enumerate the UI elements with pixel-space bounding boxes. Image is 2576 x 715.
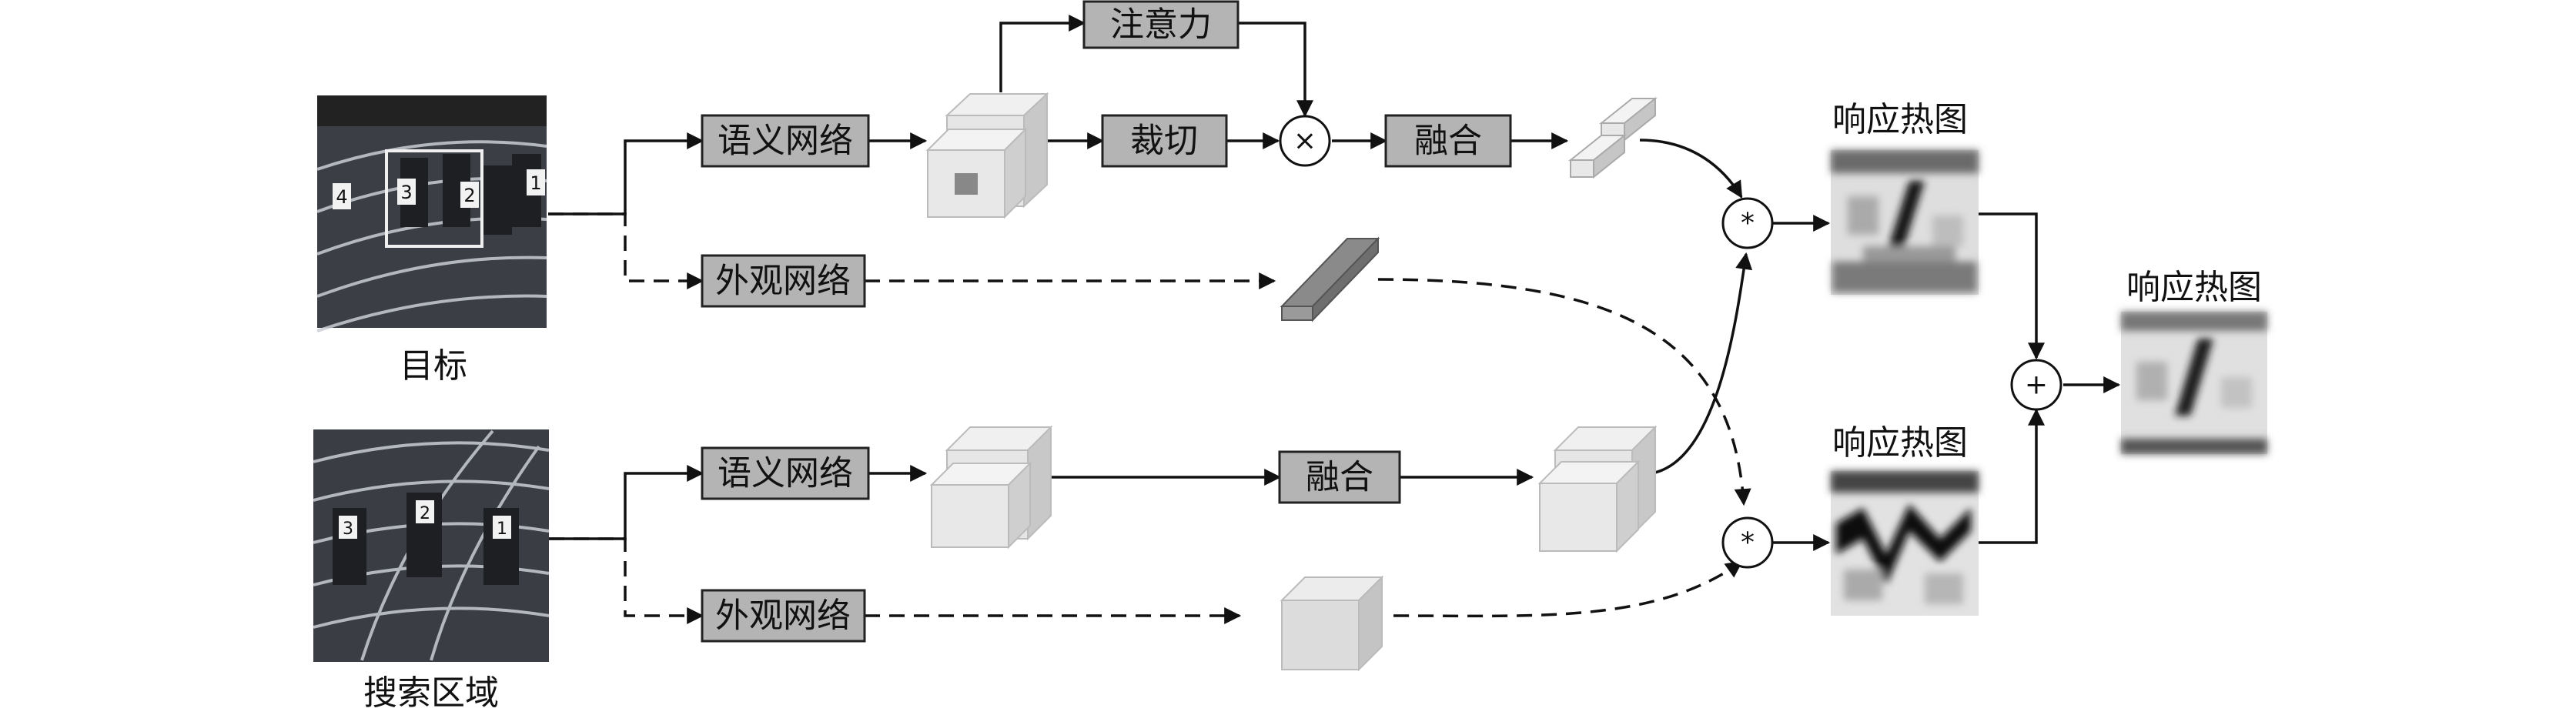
search-semantic-label: 语义网络 [718,454,853,493]
target-template-feature [1568,96,1658,179]
heatmap-top-label: 响应热图 [1832,100,1968,139]
search-region-image: 3 2 1 [313,429,550,662]
target-fusion-label: 融合 [1414,122,1482,161]
target-to-semantic-arrow [548,132,704,216]
appearance-template-to-corr-bottom-arrow [1377,278,1751,506]
template-to-corr-top-arrow [1639,139,1743,199]
correlation-operator-top: * [1721,197,1774,249]
search-to-semantic-arrow [549,465,704,540]
target-caption: 目标 [400,346,467,386]
search-to-appearance-arrow [549,537,704,624]
search-appearance-feature-cube [1280,575,1384,672]
target-semantic-feature-cube [925,92,1049,219]
attention-label: 注意力 [1110,5,1212,45]
search-feature-to-corr-top-arrow [1651,252,1753,475]
target-bib-4: 4 [336,186,347,208]
search-bib-2: 2 [420,504,430,523]
search-appearance-block: 外观网络 [701,589,866,643]
search-region-caption: 搜索区域 [363,673,499,713]
search-appearance-feature-to-corr-bottom-arrow [1393,560,1743,618]
search-fused-feature-cube [1537,425,1658,553]
heatmap-final-label: 响应热图 [2126,268,2262,307]
feature-to-attention-arrow [999,15,1086,92]
target-bib-1: 1 [530,172,541,194]
search-bib-3: 3 [343,520,353,539]
target-appearance-feature [1280,236,1380,322]
correlation-symbol-top: * [1741,208,1755,239]
heatmap-top-to-add-arrow [1979,212,2045,360]
crop-label: 裁切 [1130,122,1198,161]
target-image: 4 3 2 1 [316,95,547,332]
correlation-operator-bottom: * [1721,516,1774,569]
target-feature-center [955,173,978,195]
heatmap-bottom-label: 响应热图 [1832,423,1968,463]
target-bounding-box [385,149,483,248]
response-heatmap-bottom [1831,471,1979,616]
search-bib-1: 1 [497,520,507,539]
search-fusion-block: 融合 [1278,450,1401,504]
correlation-symbol-bottom: * [1741,527,1755,559]
multiply-operator: × [1279,115,1331,167]
attention-block: 注意力 [1082,0,1239,49]
add-symbol: + [2025,369,2048,401]
response-heatmap-top [1831,150,1979,295]
target-fusion-block: 融合 [1384,114,1512,168]
target-bib-3: 3 [400,182,412,203]
search-fusion-label: 融合 [1306,458,1373,497]
target-bib-2: 2 [463,185,475,206]
search-appearance-label: 外观网络 [715,596,851,636]
target-semantic-label: 语义网络 [718,122,853,161]
response-heatmap-final [2121,312,2267,454]
search-semantic-feature-cube [929,425,1053,550]
heatmap-bottom-to-add-arrow [1979,408,2045,544]
add-operator: + [2010,359,2062,411]
target-semantic-block: 语义网络 [701,114,870,168]
search-semantic-block: 语义网络 [701,446,870,500]
multiply-symbol: × [1293,125,1316,157]
target-appearance-block: 外观网络 [701,254,866,308]
target-appearance-label: 外观网络 [715,262,851,301]
attention-to-multiply-arrow [1238,22,1313,118]
crop-block: 裁切 [1101,114,1228,168]
target-to-appearance-arrow [548,212,704,289]
